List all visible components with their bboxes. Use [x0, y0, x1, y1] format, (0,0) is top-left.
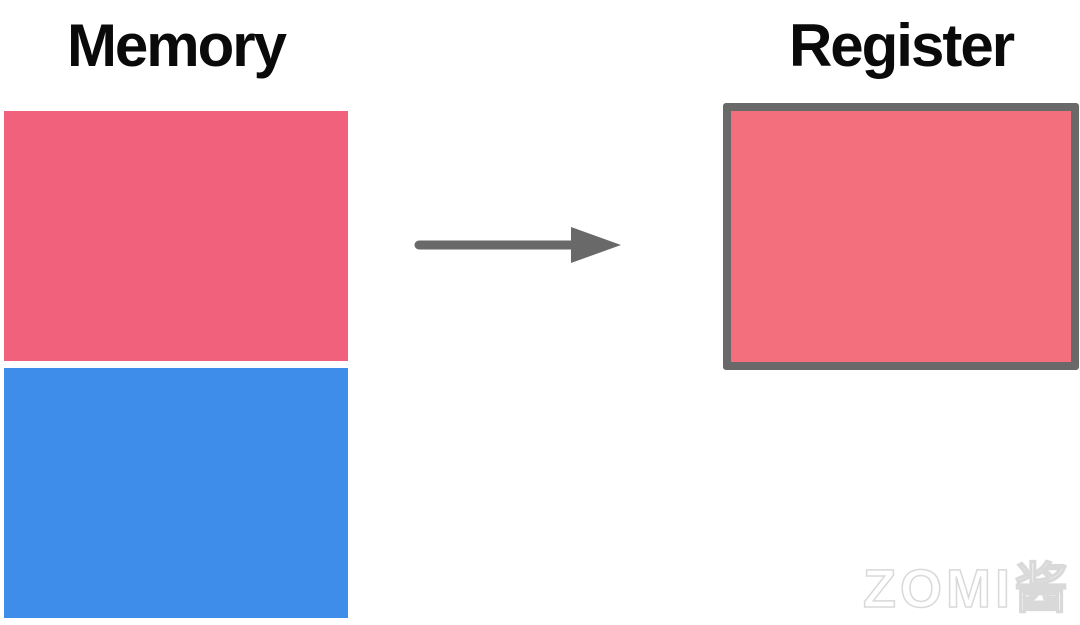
memory-block-blue — [4, 368, 348, 618]
register-box — [723, 103, 1079, 370]
watermark: ZOMI酱 — [862, 558, 1072, 620]
arrow-head — [571, 227, 621, 263]
register-value-block — [731, 111, 1071, 362]
memory-title: Memory — [66, 12, 287, 79]
arrow-right-icon — [414, 227, 621, 263]
memory-block-pink — [4, 111, 348, 361]
register-title: Register — [788, 12, 1015, 79]
